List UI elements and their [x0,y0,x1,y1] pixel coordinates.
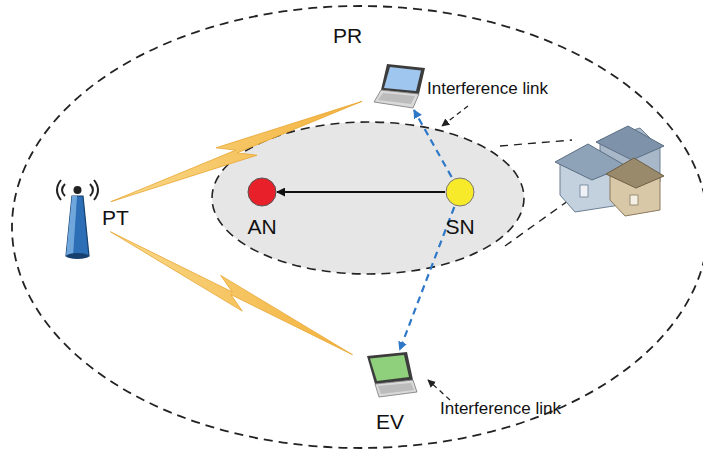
interference-arrow [414,110,452,177]
laptop-icon [363,350,418,398]
node-label: PT [102,206,129,229]
node-label: SN [445,215,474,238]
houses-icon [555,126,664,216]
node-circle: SN [430,175,490,245]
callout-label: Interference link [425,80,550,99]
link-arrow [277,191,445,193]
node-circle: AN [232,175,292,245]
callout-label: Interference link [438,400,563,419]
outer-region [12,6,703,448]
zoom-line [500,140,572,146]
zoom-line [505,198,572,246]
transmitter-tower: PT [40,160,145,260]
receiver-laptop: PR [325,20,435,112]
tower-icon [55,170,100,260]
node-label: PR [333,24,362,47]
node-label: EV [376,410,404,433]
leader-line [428,380,450,400]
lightning-link [111,232,353,355]
lightning-link [111,101,362,201]
eavesdropper-laptop: EV [345,348,435,440]
laptop-icon [373,62,428,110]
node-label: AN [247,215,276,238]
yellow-circle [445,177,475,207]
leader-line [442,106,468,126]
inner-region [212,122,524,274]
red-circle [247,177,277,207]
